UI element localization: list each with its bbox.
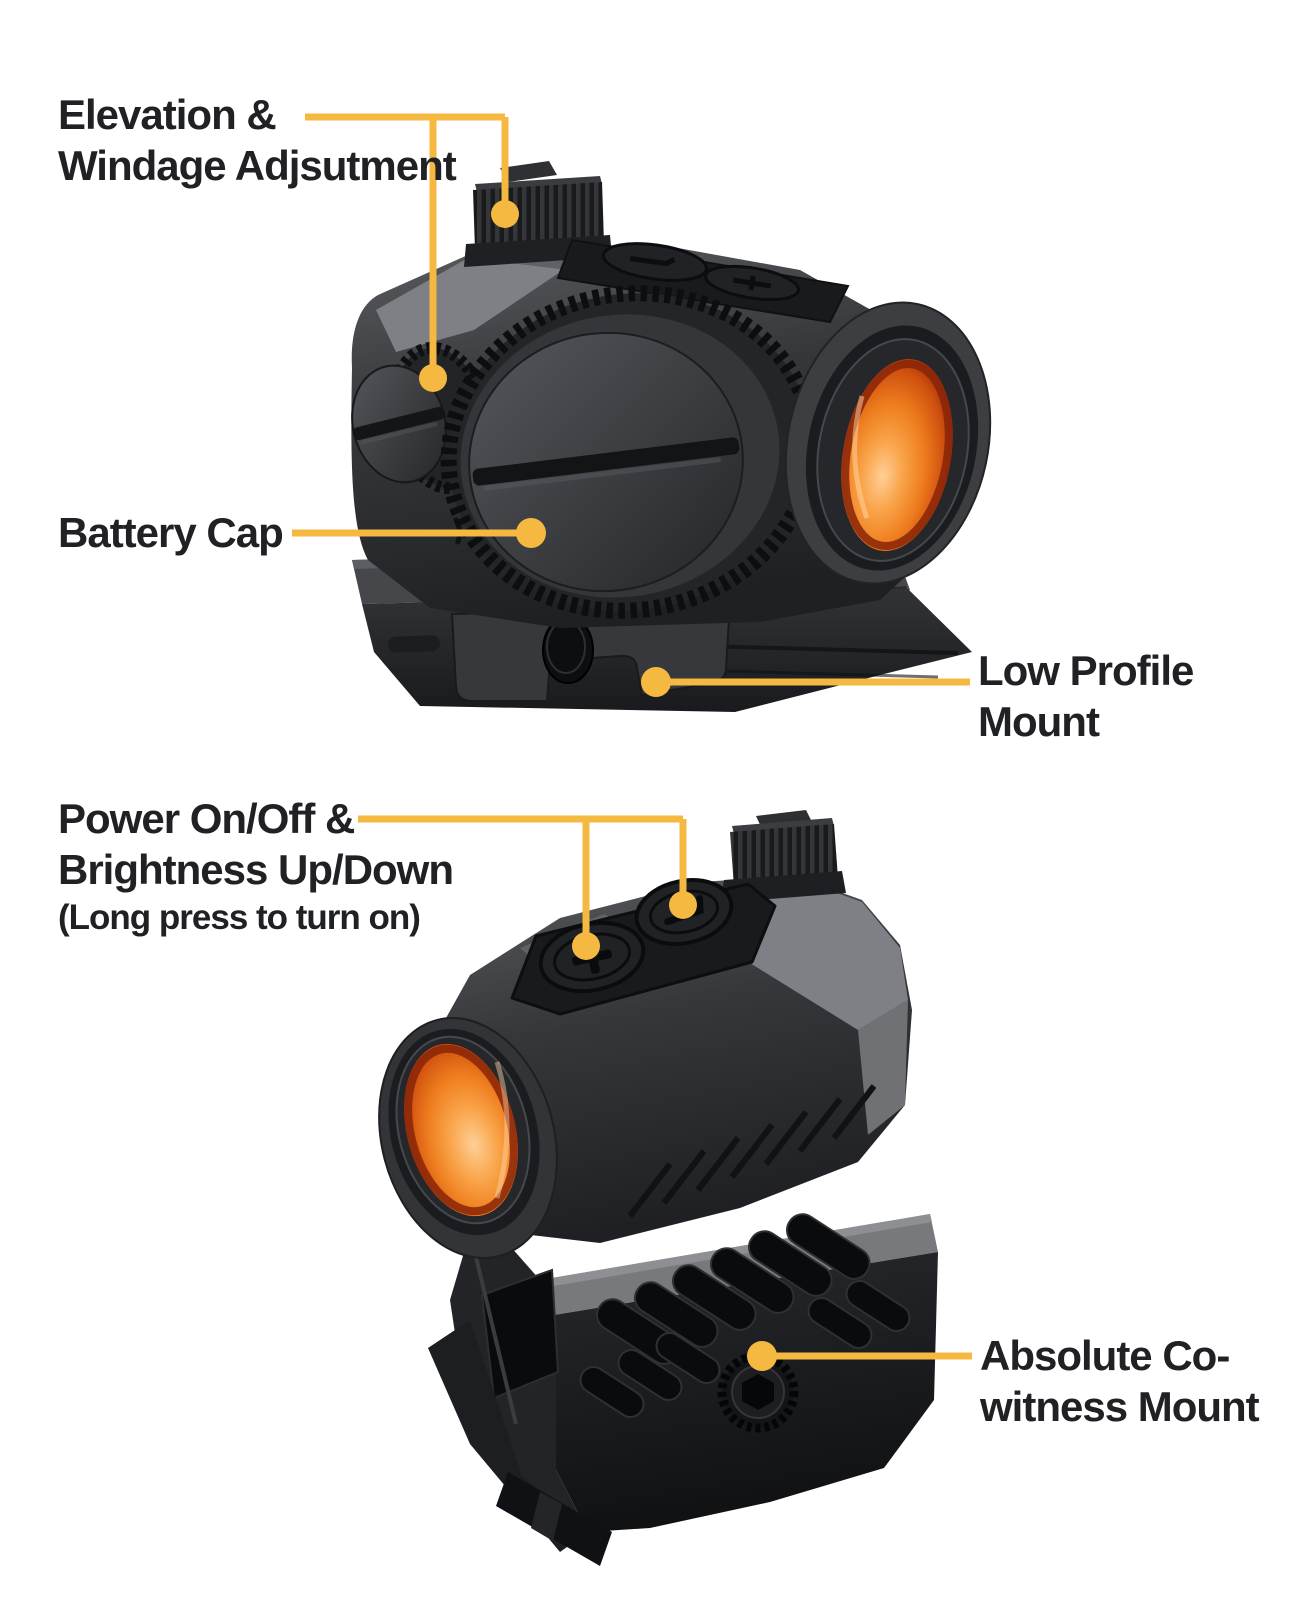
callout-power-buttons (358, 815, 697, 960)
plus-button-icon (704, 264, 800, 302)
body-grooves (627, 1084, 877, 1218)
objective-lens (378, 1017, 558, 1259)
top-button-panel (556, 238, 850, 324)
riser-mount (428, 1213, 938, 1566)
label-elevation-windage: Elevation & Windage Adjsutment (58, 91, 457, 189)
sight-bottom-view (378, 810, 938, 1566)
callout-elevation-windage (305, 113, 519, 392)
hex-screw (717, 1351, 799, 1433)
mount-left-leg (450, 1231, 588, 1532)
label-low-profile-mount: Low Profile Mount (978, 647, 1194, 745)
label-power-brightness-note: (Long press to turn on) (58, 898, 421, 937)
label-battery-cap: Battery Cap (58, 509, 284, 556)
objective-lens (784, 301, 992, 585)
power-button-icon (601, 242, 709, 282)
label-cowitness-mount: Absolute Co- witness Mount (980, 1332, 1260, 1430)
callout-battery-cap (292, 518, 546, 548)
picatinny-rail (428, 1320, 612, 1566)
sight-top-view (351, 161, 992, 712)
label-power-brightness: Power On/Off & Brightness Up/Down (58, 795, 454, 893)
callout-cowitness-mount (747, 1341, 972, 1371)
power-buttons-panel (510, 878, 777, 1016)
callout-low-profile-mount (641, 667, 970, 697)
vent-slots (579, 1213, 911, 1418)
